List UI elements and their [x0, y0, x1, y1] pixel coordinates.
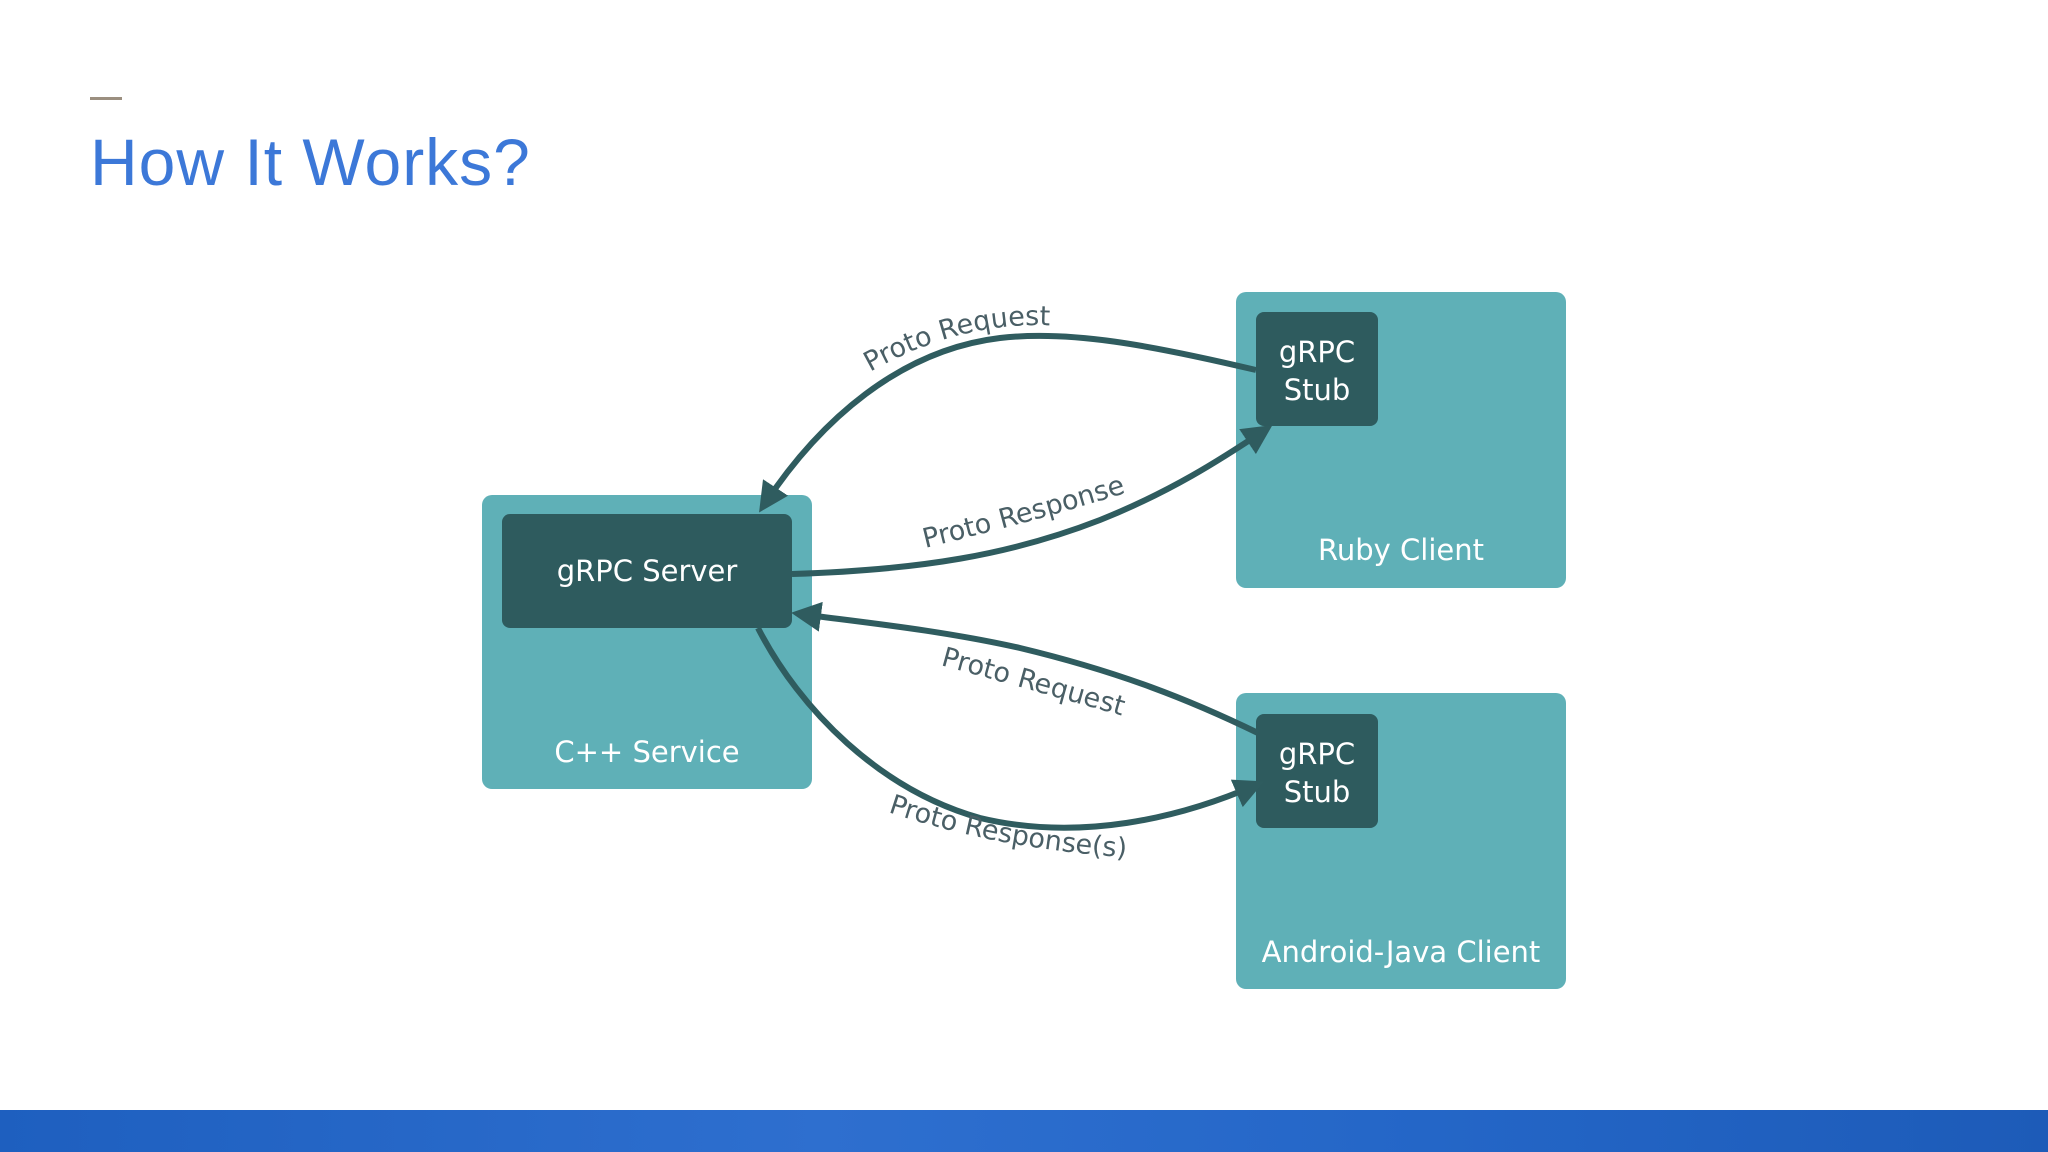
android-client-label: Android-Java Client [1262, 935, 1541, 969]
arrow-ruby-response [791, 425, 1273, 577]
ruby-grpc-stub-box [1256, 312, 1378, 426]
android-stub-label-line1: gRPC [1279, 737, 1355, 771]
slide-title: How It Works? [90, 125, 531, 199]
arrow-android-response [755, 626, 1265, 831]
ruby-stub-label-line1: gRPC [1279, 335, 1355, 369]
arrow-ruby-request [759, 332, 1257, 513]
ruby-client-label: Ruby Client [1318, 533, 1484, 567]
grpc-server-box [502, 514, 792, 628]
android-grpc-stub-box [1256, 714, 1378, 828]
grpc-server-label: gRPC Server [557, 554, 738, 588]
title-accent-dash [90, 97, 122, 100]
cpp-service-label: C++ Service [554, 735, 739, 769]
label-ruby-request: Proto Request [859, 301, 1051, 378]
android-stub-label-line2: Stub [1284, 775, 1351, 809]
cpp-service-box: gRPC Server C++ Service [482, 495, 812, 789]
ruby-client-box: gRPC Stub Ruby Client [1236, 292, 1566, 588]
arrow-android-request [791, 601, 1260, 736]
ruby-stub-label-line2: Stub [1284, 373, 1351, 407]
label-ruby-request-text: Proto Request [859, 301, 1051, 378]
footer-band [0, 1110, 2048, 1152]
android-client-box: gRPC Stub Android-Java Client [1236, 693, 1566, 989]
